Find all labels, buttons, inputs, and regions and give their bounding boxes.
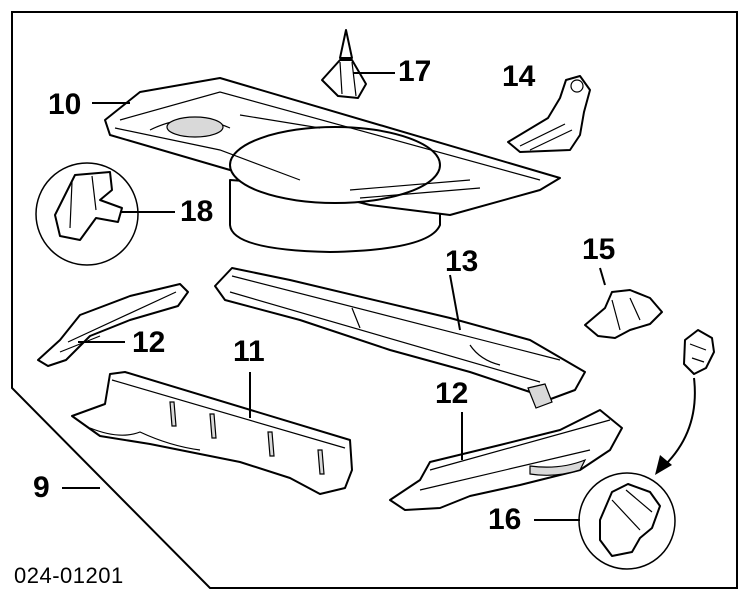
part-18-detail <box>35 162 139 266</box>
part-17-bracket <box>321 29 367 99</box>
callout-10: 10 <box>48 88 82 121</box>
callout-14: 14 <box>502 60 536 93</box>
part-14-clamp <box>507 75 591 153</box>
part-10-trunk-floor <box>104 77 561 253</box>
callout-12-left: 12 <box>132 326 166 359</box>
callout-17: 17 <box>398 55 432 88</box>
part-12-left-member <box>37 283 189 367</box>
callout-9: 9 <box>33 471 50 504</box>
callout-16: 16 <box>488 503 522 536</box>
part-13-cross-member <box>214 267 586 409</box>
part-15-bracket <box>584 289 663 339</box>
diagram-frame <box>11 11 738 589</box>
diagram-reference-number: 024-01201 <box>14 563 124 588</box>
callout-12-right: 12 <box>435 377 469 410</box>
part-11-cross-member <box>71 371 353 495</box>
part-16-clip <box>578 329 715 570</box>
callout-18: 18 <box>180 195 214 228</box>
callout-13: 13 <box>445 245 479 278</box>
callout-11: 11 <box>233 335 265 368</box>
leader-lines <box>62 72 606 521</box>
callout-15: 15 <box>582 233 616 266</box>
part-12-right-member <box>389 409 623 511</box>
